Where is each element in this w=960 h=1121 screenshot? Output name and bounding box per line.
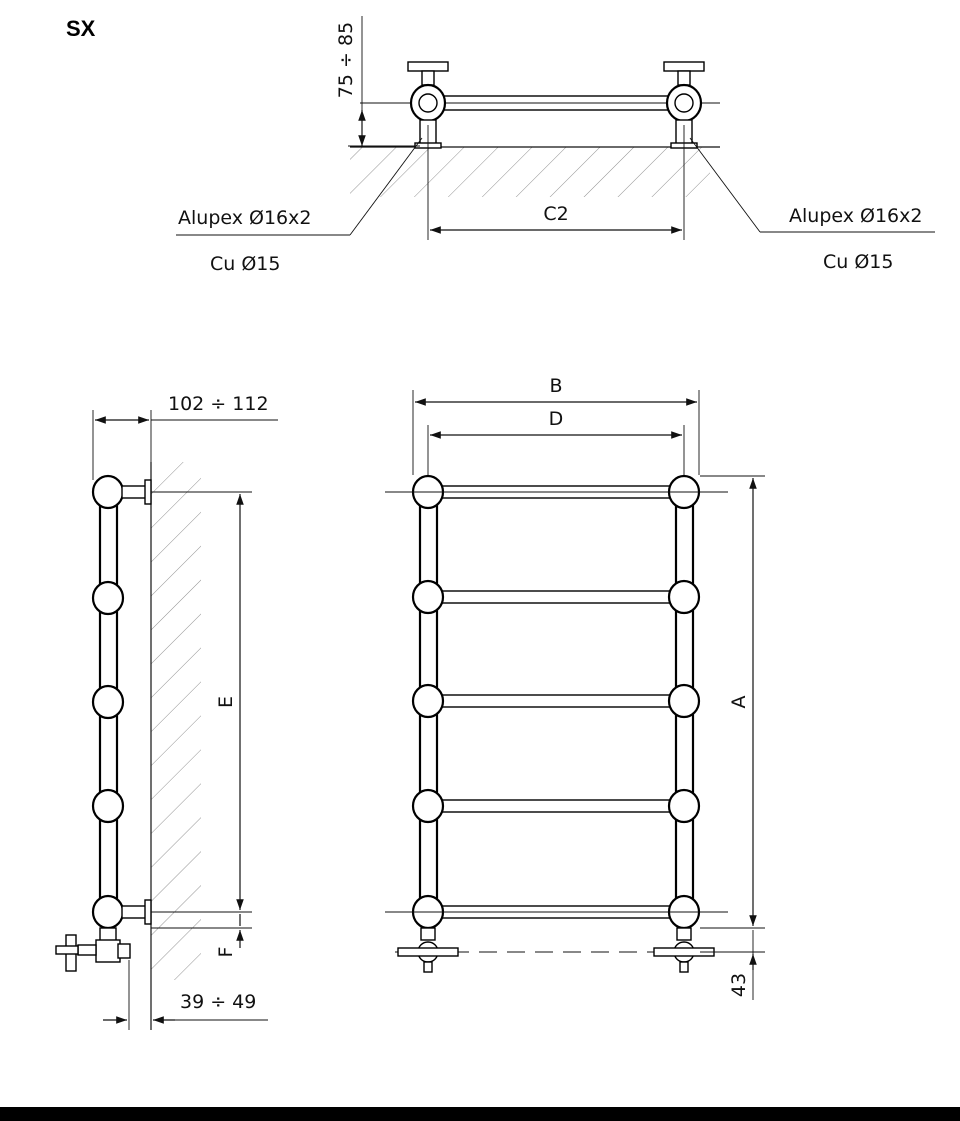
front-valve-left-handle <box>397 947 459 957</box>
top-left-stem <box>421 70 435 86</box>
front-knob-left-4 <box>411 788 445 824</box>
drawing-title: SX <box>66 16 96 41</box>
front-knob-right-4 <box>667 788 701 824</box>
e-dim-label: E <box>215 696 237 708</box>
bottom-dim-label: 43 <box>728 973 750 997</box>
d-dim-label: D <box>549 408 564 430</box>
right-conn-leader <box>689 137 761 233</box>
f-dim-label: F <box>215 947 237 958</box>
front-bar-4 <box>440 799 672 813</box>
front-bar-2 <box>440 590 672 604</box>
top-view: 75 ÷ 85 C2 Alupex Ø16x2 Cu Ø15 Alupex Ø1… <box>176 16 935 275</box>
front-knob-right-3 <box>667 683 701 719</box>
front-valve-left-stem <box>423 961 433 973</box>
height-dim-label: 75 ÷ 85 <box>335 22 357 98</box>
side-valve <box>55 927 131 972</box>
side-bracket-top-plate <box>144 479 152 505</box>
side-bracket-bottom-plate <box>144 899 152 925</box>
side-knob-4 <box>91 788 125 824</box>
front-valve-right <box>653 927 715 973</box>
front-bar-3 <box>440 694 672 708</box>
left-conn-alupex: Alupex Ø16x2 <box>178 207 311 229</box>
front-view: B D <box>385 375 765 1000</box>
side-valve-stem <box>77 944 97 956</box>
side-knob-3 <box>91 684 125 720</box>
side-view: 102 ÷ 112 E F 39 ÷ 49 <box>55 393 278 1030</box>
front-knob-right-2 <box>667 579 701 615</box>
top-right-handle <box>663 61 705 72</box>
top-left-knob-inner <box>418 93 438 113</box>
valve-dim-label: 39 ÷ 49 <box>180 991 256 1013</box>
b-dim-label: B <box>549 375 562 397</box>
side-valve-handle-bar <box>55 945 79 955</box>
front-valve-left <box>397 927 459 973</box>
side-bracket-top <box>121 485 148 499</box>
c2-label: C2 <box>543 203 568 225</box>
bottom-bar <box>0 1107 960 1121</box>
right-conn-cu: Cu Ø15 <box>823 251 893 273</box>
wall-hatch-top <box>350 147 710 197</box>
top-left-handle <box>407 61 449 72</box>
wall-hatch-side <box>151 462 201 980</box>
a-dim-label: A <box>728 696 750 709</box>
top-right-stem <box>677 70 691 86</box>
front-valve-left-neck <box>420 927 436 941</box>
side-valve-body <box>95 939 121 963</box>
side-valve-outlet <box>117 943 131 959</box>
front-valve-right-neck <box>676 927 692 941</box>
side-bracket-bottom <box>121 905 148 919</box>
front-valve-right-stem <box>679 961 689 973</box>
top-right-knob-inner <box>674 93 694 113</box>
front-knob-left-3 <box>411 683 445 719</box>
front-knob-left-2 <box>411 579 445 615</box>
left-conn-cu: Cu Ø15 <box>210 253 280 275</box>
side-knob-5 <box>91 894 125 930</box>
right-conn-alupex: Alupex Ø16x2 <box>789 205 922 227</box>
left-conn-leader <box>349 137 423 236</box>
side-knob-1 <box>91 474 125 510</box>
side-knob-2 <box>91 580 125 616</box>
depth-dim-label: 102 ÷ 112 <box>168 393 269 415</box>
